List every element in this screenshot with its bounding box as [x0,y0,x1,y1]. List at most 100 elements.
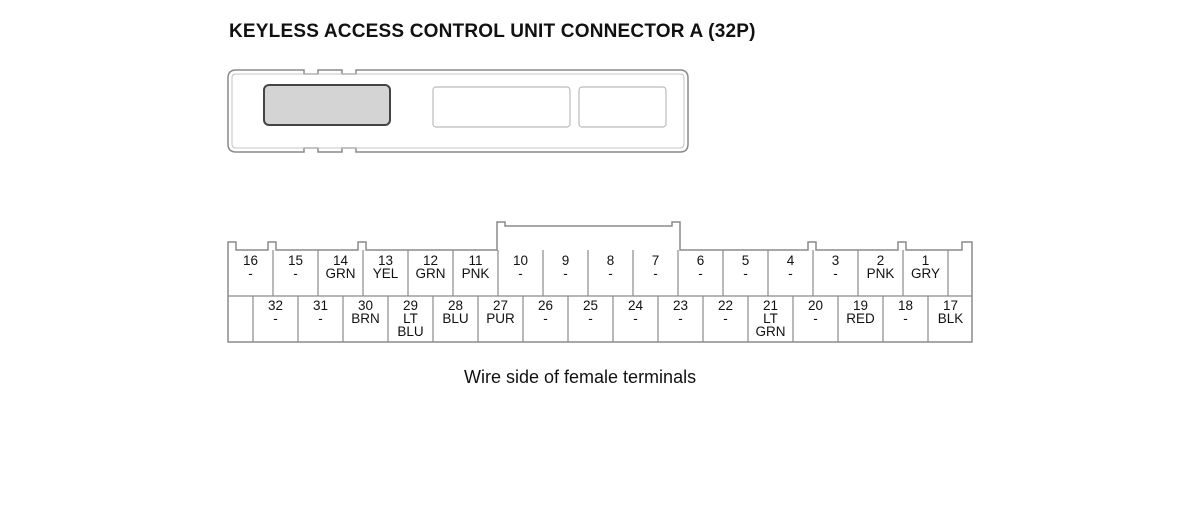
wire-color: - [723,311,728,326]
terminal-number: 8 [607,253,615,268]
wire-color: PNK [462,266,490,281]
terminal-number: 4 [787,253,795,268]
terminal-number: 14 [333,253,349,268]
wire-color: - [563,266,568,281]
terminal-number: 7 [652,253,660,268]
terminal-number: 13 [378,253,393,268]
terminal-3: 3- [832,253,840,281]
terminal-8: 8- [607,253,615,281]
terminal-number: 6 [697,253,705,268]
wire-color: - [633,311,638,326]
terminal-number: 16 [243,253,258,268]
terminal-number: 19 [853,298,868,313]
wire-color: - [743,266,748,281]
terminal-number: 30 [358,298,373,313]
terminal-31: 31- [313,298,328,326]
wire-color: PUR [486,311,515,326]
terminal-24: 24- [628,298,644,326]
terminal-number: 18 [898,298,913,313]
terminal-25: 25- [583,298,598,326]
terminal-grid-outline [227,221,973,343]
terminal-number: 29 [403,298,418,313]
terminal-number: 20 [808,298,823,313]
terminal-number: 12 [423,253,438,268]
terminal-7: 7- [652,253,660,281]
terminal-5: 5- [742,253,750,281]
terminal-number: 31 [313,298,328,313]
wire-color: BRN [351,311,380,326]
terminal-number: 1 [922,253,930,268]
wire-color: GRN [756,324,786,339]
terminal-number: 23 [673,298,688,313]
terminal-number: 11 [468,253,482,268]
wire-color: BLU [397,324,423,339]
wire-color: - [588,311,593,326]
housing-window-left [432,86,571,128]
wire-color: BLK [938,311,964,326]
wire-color: - [833,266,838,281]
bottom-row-dividers [252,296,929,342]
diagram-caption: Wire side of female terminals [464,367,697,387]
terminal-10: 10- [513,253,528,281]
connector-top-view [227,69,689,153]
terminal-22: 22- [718,298,733,326]
wire-color: PNK [867,266,895,281]
wire-color: - [788,266,793,281]
terminal-4: 4- [787,253,795,281]
terminal-32: 32- [268,298,283,326]
top-row-terminals: 16-15-14GRN13YEL12GRN11PNK10-9-8-7-6-5-4… [243,253,940,281]
wire-color: - [813,311,818,326]
terminal-number: 2 [877,253,885,268]
diagram-title: KEYLESS ACCESS CONTROL UNIT CONNECTOR A … [229,21,756,42]
terminal-number: 32 [268,298,283,313]
terminal-16: 16- [243,253,258,281]
terminal-number: 17 [943,298,958,313]
terminal-18: 18- [898,298,913,326]
wire-color: LT [403,311,418,326]
wire-color: LT [763,311,778,326]
wire-color: - [518,266,523,281]
terminal-number: 5 [742,253,750,268]
terminal-number: 27 [493,298,508,313]
terminal-number: 26 [538,298,553,313]
terminal-number: 28 [448,298,463,313]
wire-color: RED [846,311,875,326]
terminal-26: 26- [538,298,553,326]
terminal-number: 25 [583,298,598,313]
wire-color: - [543,311,548,326]
locking-tab-shaded [263,84,391,126]
wire-color: - [903,311,908,326]
terminal-number: 15 [288,253,303,268]
terminal-9: 9- [562,253,570,281]
wire-color: - [248,266,253,281]
wire-color: - [698,266,703,281]
terminal-15: 15- [288,253,303,281]
wire-color: GRN [326,266,356,281]
wire-color: BLU [442,311,468,326]
wire-color: GRN [416,266,446,281]
terminal-20: 20- [808,298,823,326]
terminal-number: 9 [562,253,570,268]
wire-color: YEL [373,266,399,281]
wire-color: - [318,311,323,326]
housing-window-right [578,86,667,128]
bottom-row-terminals: 32-31-30BRN29LTBLU28BLU27PUR26-25-24-23-… [268,298,963,339]
terminal-23: 23- [673,298,688,326]
terminal-grid: 16-15-14GRN13YEL12GRN11PNK10-9-8-7-6-5-4… [227,221,973,343]
terminal-number: 10 [513,253,528,268]
connector-housing-inner-edge [231,73,685,149]
terminal-6: 6- [697,253,705,281]
